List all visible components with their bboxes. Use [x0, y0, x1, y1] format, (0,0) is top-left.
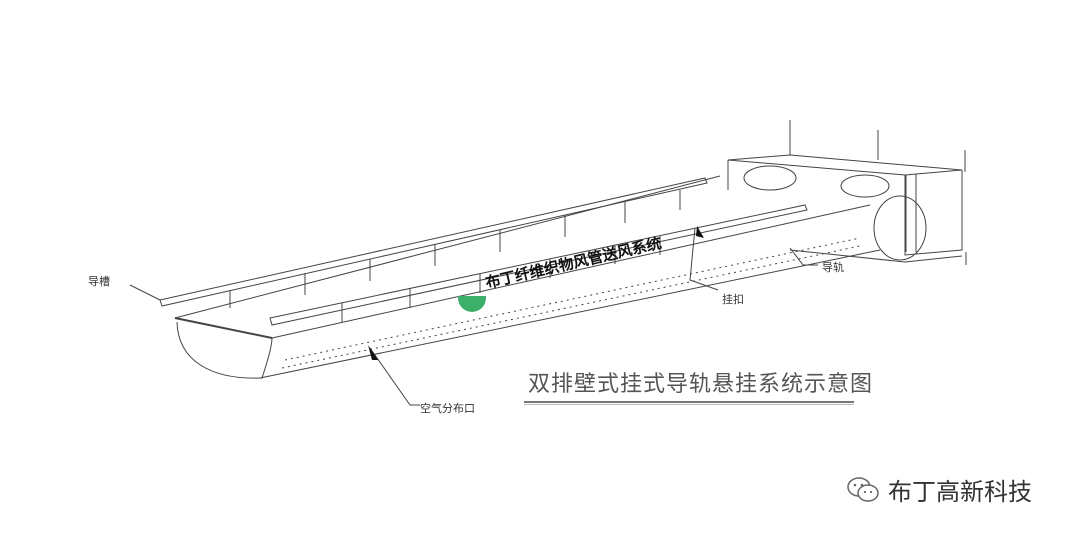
box-bottom	[789, 249, 963, 263]
air-outlet-row-2	[281, 245, 861, 369]
fan-ring-2	[840, 174, 890, 198]
duct-top-edge	[174, 175, 721, 319]
arrow-clip	[696, 226, 704, 238]
hanger-rods	[789, 120, 967, 265]
hangers	[229, 190, 681, 322]
guide-rail	[269, 204, 808, 326]
box-sides	[727, 160, 963, 256]
brand-name: 布丁高新科技	[888, 478, 1032, 506]
duct-end-top	[174, 317, 273, 339]
duct-bottom-edge	[259, 249, 881, 379]
box-flange	[905, 174, 917, 252]
label-guide-rail: 导轨	[822, 261, 844, 274]
guide-groove-rail	[159, 177, 708, 307]
fan-ring-1	[743, 165, 797, 191]
diagram-title: 双排壁式挂式导轨悬挂系统示意图	[528, 372, 874, 397]
box-top	[727, 154, 963, 176]
label-guide-groove: 导槽	[88, 275, 110, 288]
duct-end-cylinder	[873, 195, 927, 261]
title-underline	[524, 401, 854, 405]
arrow-air-outlet	[368, 345, 378, 360]
wechat-icon	[847, 476, 879, 502]
footer-brand: 布丁高新科技	[846, 472, 1032, 507]
duct-end-cap	[176, 321, 273, 379]
duct-mid-edge	[271, 204, 871, 339]
air-outlet-row-1	[284, 237, 861, 361]
label-air-outlet: 空气分布口	[420, 402, 475, 415]
label-clip: 挂扣	[722, 293, 744, 306]
watermark-logo	[458, 296, 486, 312]
